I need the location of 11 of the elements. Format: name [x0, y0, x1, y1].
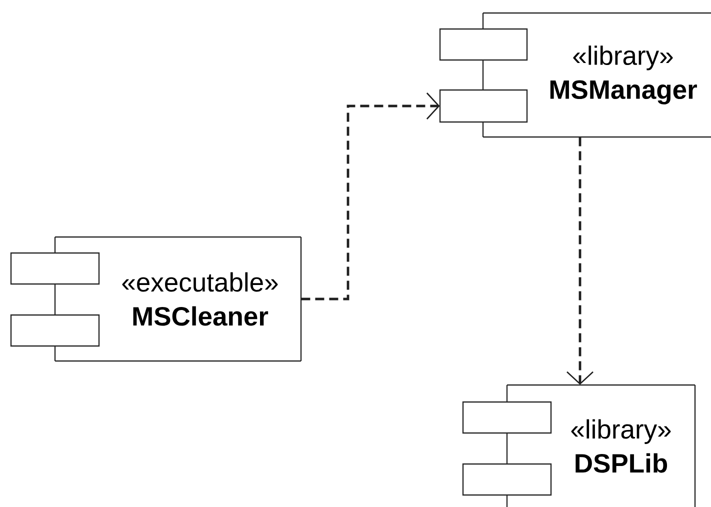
node-label: «library»	[573, 46, 673, 70]
node-label: «executable»	[122, 272, 278, 292]
component-box: «library» MSManager	[439, 12, 711, 138]
node-label: DSPLib	[576, 453, 668, 473]
node-label: MSCleaner	[133, 306, 268, 326]
dependency-arrow	[301, 92, 440, 300]
node-label: MSManager	[550, 80, 697, 104]
dependency-arrow	[566, 137, 594, 385]
node-label: «library»	[571, 419, 671, 444]
component-box: «library» DSPLib	[462, 384, 696, 507]
component-box: «executable» MSCleaner	[10, 236, 302, 362]
